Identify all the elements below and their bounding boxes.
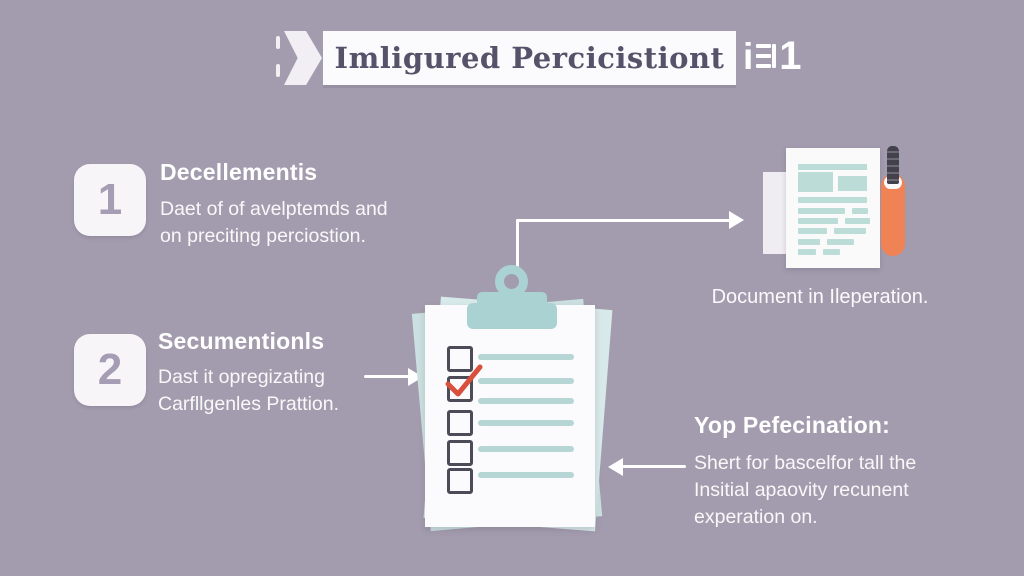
document-list-icon: i 1 (743, 36, 802, 76)
checkbox-row-5 (447, 468, 473, 494)
step-1-number: 1 (97, 175, 123, 224)
step-1-body: Daet of of avelptemds and on preciting p… (160, 196, 388, 250)
checklist-line-3 (478, 398, 574, 404)
callout-arrow-line (620, 465, 686, 468)
step2-arrow-line (364, 375, 412, 378)
step-2-body-line-1: Dast it opregizating (158, 366, 325, 388)
step-1-number-card: 1 (74, 164, 146, 236)
ribbon-fold-icon (284, 31, 322, 85)
document-line-2 (798, 208, 868, 214)
connector-horizontal-line (516, 219, 732, 222)
clipboard-clip (467, 303, 557, 329)
step-1-body-line-2: on preciting perciostion. (160, 225, 366, 247)
checkbox-row-1 (447, 346, 473, 372)
document-line-5 (798, 239, 854, 245)
title-banner: Imligured Percicistiont (323, 31, 736, 85)
step-2-number: 2 (97, 345, 123, 394)
document-side-block (838, 176, 867, 191)
ribbon-dash-bottom (276, 64, 280, 77)
checklist-line-6 (478, 472, 574, 478)
list-bars-icon (756, 43, 777, 70)
document-caption: Document in Ileperation. (711, 286, 929, 308)
callout-body: Shert for bascelfor tall the Insitial ap… (694, 450, 916, 531)
connector-vertical-line (516, 219, 519, 267)
checklist-line-2 (478, 378, 574, 384)
document-image-block (798, 172, 833, 192)
document-line-3 (798, 218, 870, 224)
checkbox-row-3 (447, 410, 473, 436)
step-2-number-card: 2 (74, 334, 146, 406)
red-check-icon (445, 364, 483, 397)
page-title: Imligured Percicistiont (334, 41, 725, 75)
document-line-1 (798, 197, 867, 203)
callout-body-line-1: Shert for bascelfor tall the (694, 452, 917, 474)
document-line-6 (798, 249, 840, 255)
callout-body-line-2: Insitial apaovity recunent (694, 479, 909, 501)
checklist-line-1 (478, 354, 574, 360)
step-1-body-line-1: Daet of of avelptemds and (160, 198, 388, 220)
callout-body-line-3: experation on. (694, 506, 818, 528)
checklist-line-4 (478, 420, 574, 426)
icon-digit-one: 1 (779, 34, 802, 78)
document-top-bar (798, 164, 867, 170)
step-2-heading: Secumentionls (158, 328, 325, 354)
document-line-4 (798, 228, 866, 234)
callout-heading: Yop Pefecination: (694, 412, 890, 438)
pen-icon (887, 146, 899, 184)
checklist-line-5 (478, 446, 574, 452)
callout-arrow-head-icon (608, 458, 623, 476)
ribbon-dash-top (276, 36, 280, 49)
connector-arrow-head-icon (729, 211, 744, 229)
step-2-body: Dast it opregizating Carfllgenles Pratti… (158, 364, 339, 418)
icon-letter-i: i (743, 35, 754, 77)
checkbox-row-4 (447, 440, 473, 466)
step-2-body-line-2: Carfllgenles Prattion. (158, 393, 340, 415)
step-1-heading: Decellementis (160, 159, 318, 185)
